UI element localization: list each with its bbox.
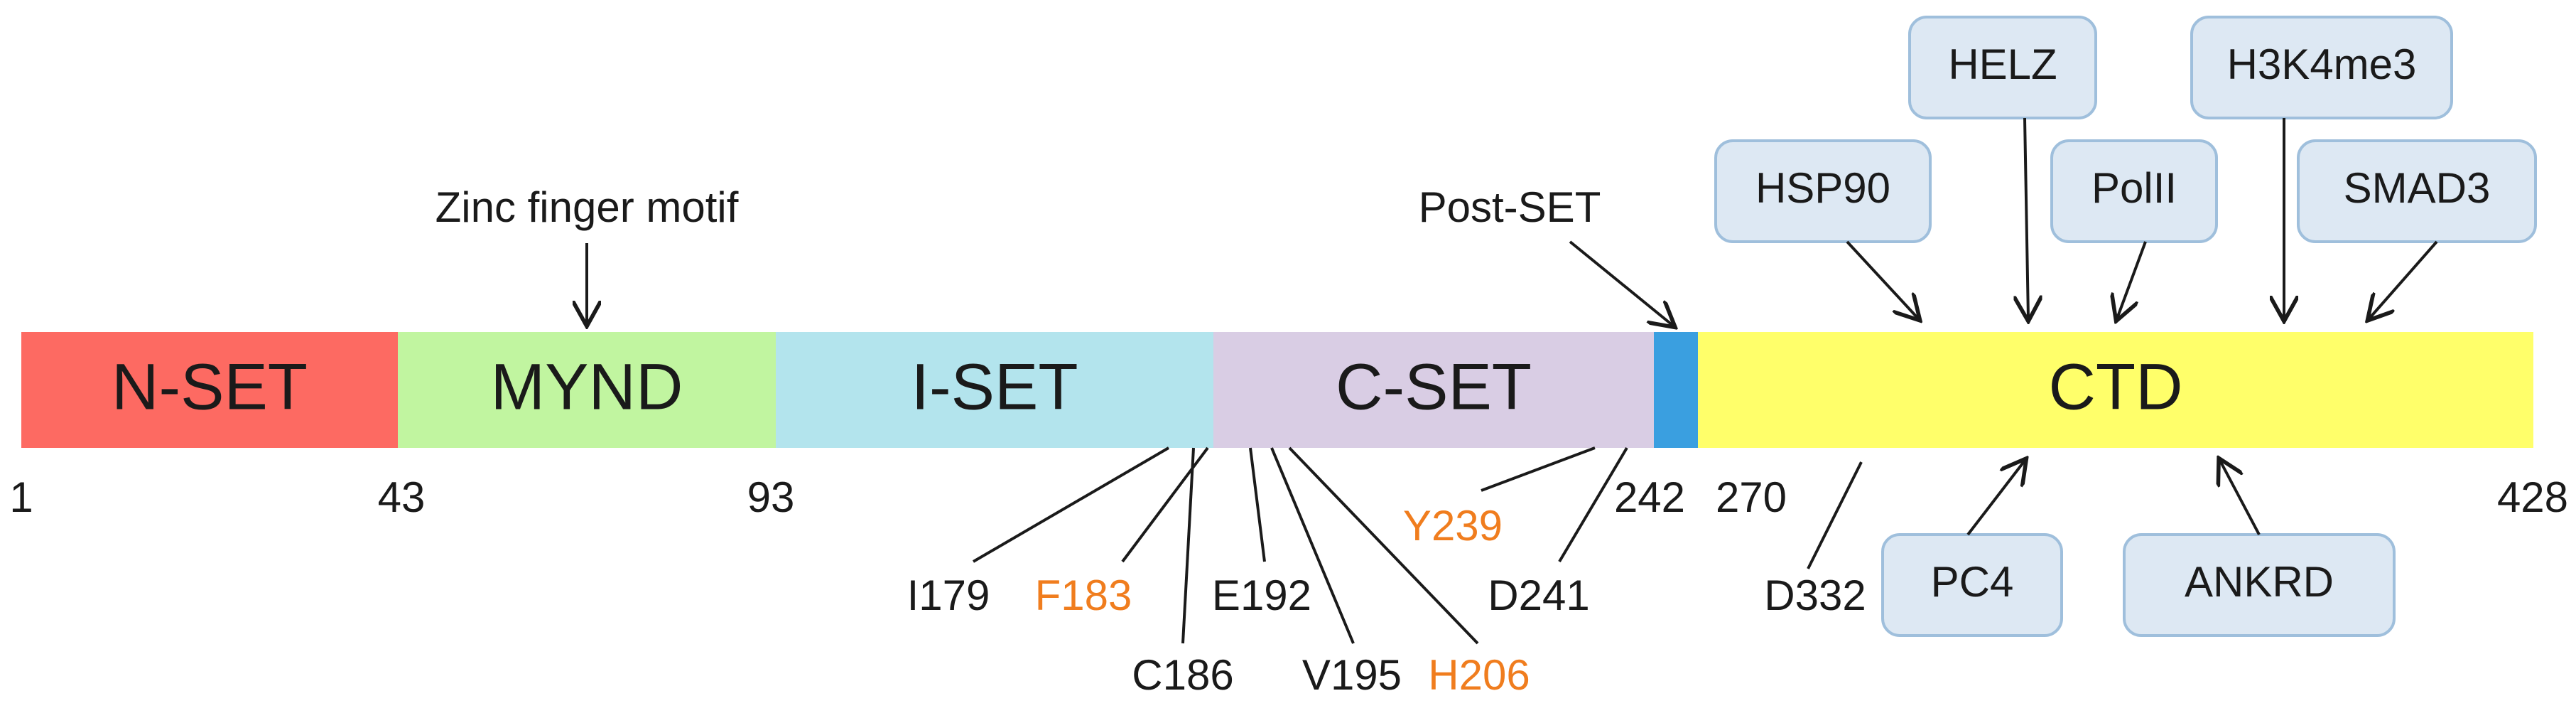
- partner-box: [2050, 139, 2218, 243]
- domain-label-iset: I-SET: [911, 350, 1078, 423]
- partner-boxes-bottom: PC4 ANKRD: [1881, 461, 2396, 637]
- domain-label-ctd: CTD: [2048, 350, 2182, 423]
- domain-label-nset: N-SET: [112, 350, 308, 423]
- position-labels: 1 43 93 242 270 428: [9, 473, 2568, 521]
- partner-label: HSP90: [1755, 164, 1890, 212]
- partner-label: H3K4me3: [2227, 41, 2417, 88]
- residue-label: H206: [1428, 651, 1530, 699]
- position-label: 93: [747, 473, 795, 521]
- annotation-zinc-finger: Zinc finger motif: [435, 183, 739, 323]
- partner-helz: HELZ: [1908, 16, 2097, 318]
- partner-h3k4me3: H3K4me3: [2190, 16, 2453, 318]
- zinc-finger-label: Zinc finger motif: [435, 183, 739, 231]
- partner-pc4: PC4: [1881, 461, 2063, 637]
- partner-polii: PolII: [2050, 139, 2218, 318]
- partner-label: PC4: [1931, 558, 2014, 606]
- residue-label: E192: [1212, 572, 1311, 619]
- leader-line: [1481, 446, 1596, 492]
- partner-arrow: [2369, 240, 2438, 318]
- domain-label-cset: C-SET: [1336, 350, 1532, 423]
- partner-smad3: SMAD3: [2297, 139, 2537, 318]
- residue-label: D332: [1764, 572, 1866, 619]
- partner-hsp90: HSP90: [1714, 139, 1932, 318]
- residue-label: I179: [907, 572, 990, 619]
- domain-nset: [21, 332, 398, 448]
- partner-box: [1881, 533, 2063, 637]
- residue-label: Y239: [1403, 502, 1503, 550]
- partner-box: [1714, 139, 1932, 243]
- leader-line: [972, 446, 1170, 563]
- leader-line: [1181, 447, 1195, 644]
- leader-line: [1558, 446, 1628, 563]
- post-set-arrow: [1569, 240, 1673, 326]
- domain-postset: [1654, 332, 1698, 448]
- annotation-post-set: Post-SET: [1419, 183, 1673, 326]
- post-set-label: Post-SET: [1419, 183, 1601, 231]
- leader-line: [1270, 447, 1355, 644]
- partner-box: [2297, 139, 2537, 243]
- domain-cset: [1213, 332, 1654, 448]
- residue-leaders: [972, 446, 1863, 645]
- position-label: 1: [9, 473, 33, 521]
- position-label: 270: [1716, 473, 1787, 521]
- residue-label: F183: [1035, 572, 1132, 619]
- residue-label: D241: [1488, 572, 1589, 619]
- partner-label: ANKRD: [2185, 558, 2334, 606]
- position-label: 242: [1614, 473, 1685, 521]
- position-label: 428: [2497, 473, 2568, 521]
- partner-box: [1908, 16, 2097, 119]
- domain-mynd: [398, 332, 776, 448]
- leader-line: [1121, 446, 1209, 563]
- partner-label: PolII: [2091, 164, 2177, 212]
- partner-label: HELZ: [1948, 41, 2057, 88]
- domain-iset: [776, 332, 1213, 448]
- domain-bar: N-SET MYND I-SET C-SET CTD: [21, 332, 2533, 448]
- partner-label: SMAD3: [2344, 164, 2491, 212]
- partner-arrow: [1846, 240, 1918, 318]
- leader-line: [1807, 461, 1863, 569]
- partner-arrow: [2220, 461, 2261, 535]
- leader-line: [1288, 446, 1479, 645]
- partner-arrow: [2117, 241, 2147, 318]
- residue-label: V195: [1302, 651, 1402, 699]
- partner-ankrd: ANKRD: [2123, 461, 2396, 637]
- partner-boxes-top: HSP90 HELZ PolII H3K4me3 SMAD3: [1714, 16, 2537, 318]
- domain-ctd: [1698, 332, 2533, 448]
- partner-arrow: [2025, 117, 2028, 318]
- position-label: 43: [378, 473, 426, 521]
- partner-box: [2190, 16, 2453, 119]
- partner-arrow: [1966, 461, 2025, 536]
- leader-line: [1249, 447, 1266, 562]
- residue-label: C186: [1132, 651, 1233, 699]
- domain-label-mynd: MYND: [491, 350, 683, 423]
- residue-labels: I179 F183 C186 E192 V195 H206 Y239 D241 …: [907, 502, 1866, 699]
